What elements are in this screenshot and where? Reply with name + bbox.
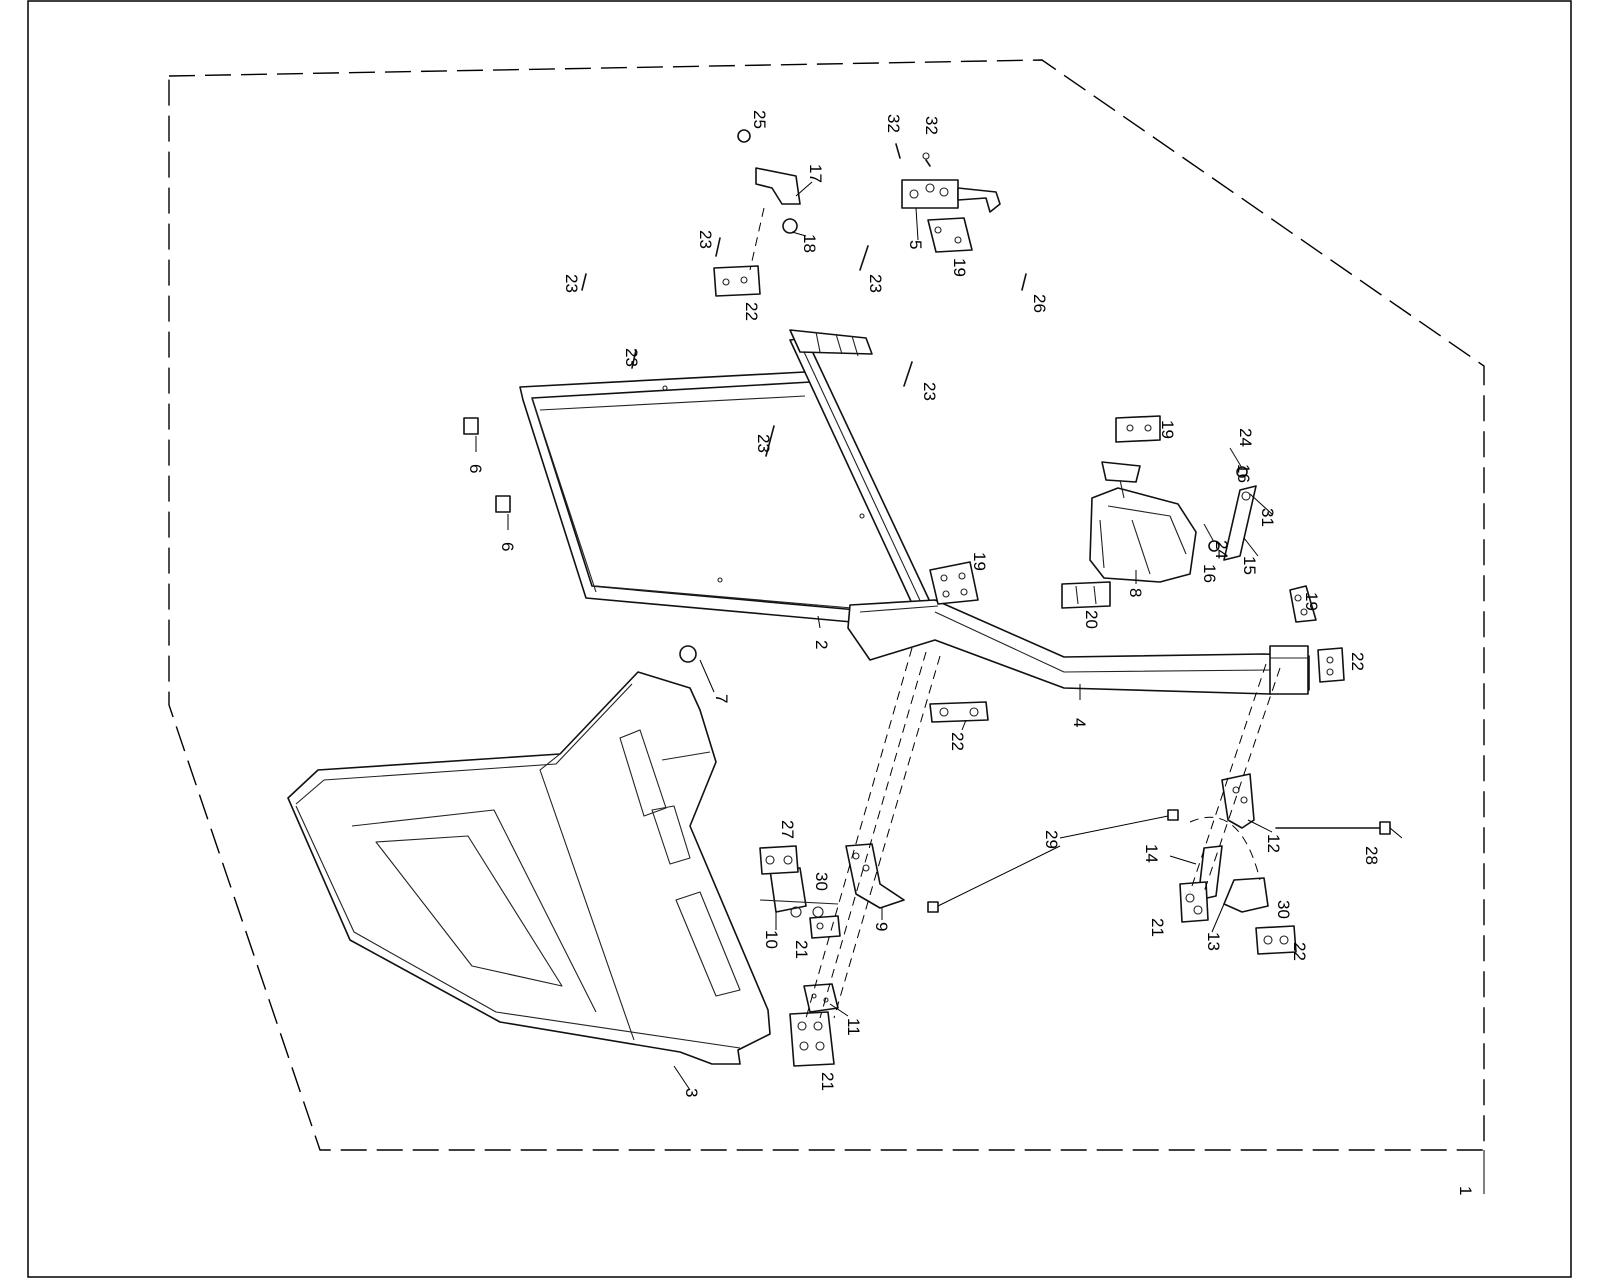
plate-part-21c bbox=[809, 915, 841, 939]
callout-24a: 24 bbox=[1236, 428, 1255, 447]
callout-6b: 6 bbox=[498, 542, 517, 551]
callout-22c: 22 bbox=[1348, 652, 1367, 671]
callout-labels: 1 2 3 4 5 6 6 7 8 9 10 11 12 13 14 15 16… bbox=[466, 110, 1475, 1195]
callout-2: 2 bbox=[812, 640, 831, 649]
callout-7: 7 bbox=[712, 694, 731, 703]
callout-19d: 19 bbox=[1302, 592, 1321, 611]
callout-17: 17 bbox=[806, 164, 825, 183]
callout-8: 8 bbox=[1126, 588, 1145, 597]
callout-30a: 30 bbox=[812, 872, 831, 891]
callout-21b: 21 bbox=[1148, 918, 1167, 937]
nut-part-29b bbox=[927, 901, 939, 913]
plate-part-19a bbox=[927, 217, 973, 253]
callout-25: 25 bbox=[750, 110, 769, 129]
plate-part-21b bbox=[1179, 881, 1209, 923]
callout-20: 20 bbox=[1082, 610, 1101, 629]
callout-22b: 22 bbox=[948, 732, 967, 751]
bracket-part-9 bbox=[845, 843, 905, 909]
callout-23f: 23 bbox=[754, 434, 773, 453]
callout-24b: 24 bbox=[1212, 540, 1231, 559]
drawing-frame bbox=[27, 0, 1572, 1278]
callout-21c: 21 bbox=[792, 940, 811, 959]
callout-22a: 22 bbox=[742, 302, 761, 321]
block-part-6a bbox=[463, 417, 479, 435]
callout-29: 29 bbox=[1042, 830, 1061, 849]
link-arm-part bbox=[1203, 447, 1257, 561]
bolt-part-28 bbox=[1275, 821, 1391, 835]
callout-3: 3 bbox=[682, 1088, 701, 1097]
seat-back-part bbox=[287, 671, 771, 1065]
callout-23e: 23 bbox=[920, 382, 939, 401]
bracket-part-13 bbox=[1223, 877, 1269, 913]
plate-part-20 bbox=[1061, 581, 1111, 609]
callout-15: 15 bbox=[1240, 556, 1259, 575]
callout-5: 5 bbox=[906, 240, 925, 249]
callout-27: 27 bbox=[778, 820, 797, 839]
screw-part-26 bbox=[1021, 273, 1027, 291]
callout-28: 28 bbox=[1362, 846, 1381, 865]
assembly-boundary bbox=[168, 59, 1485, 1151]
main-rail-part bbox=[847, 599, 1310, 695]
plate-part-22d bbox=[1255, 925, 1297, 955]
callout-16b: 16 bbox=[1200, 564, 1219, 583]
callout-1: 1 bbox=[1456, 1186, 1475, 1195]
screw-set-part-32 bbox=[895, 143, 931, 167]
plate-part-19d bbox=[1289, 585, 1317, 623]
latch-part bbox=[901, 179, 1001, 213]
callout-23b: 23 bbox=[696, 230, 715, 249]
callout-9: 9 bbox=[872, 922, 891, 931]
callout-10: 10 bbox=[762, 930, 781, 949]
callout-11: 11 bbox=[844, 1018, 863, 1036]
callout-19b: 19 bbox=[1158, 420, 1177, 439]
assembly-lines bbox=[749, 207, 1281, 1019]
callout-32b: 32 bbox=[922, 116, 941, 135]
plate-part-22c bbox=[1317, 647, 1345, 683]
callout-23d: 23 bbox=[866, 274, 885, 293]
callout-32a: 32 bbox=[884, 114, 903, 133]
callout-13: 13 bbox=[1204, 932, 1223, 951]
bumper-part-7 bbox=[679, 645, 697, 663]
callout-21a: 21 bbox=[818, 1072, 837, 1091]
callout-14: 14 bbox=[1142, 844, 1161, 863]
callout-16a: 16 bbox=[1234, 464, 1253, 483]
callout-19a: 19 bbox=[950, 258, 969, 277]
block-part-6b bbox=[495, 495, 511, 513]
leader-lines bbox=[475, 181, 1403, 1091]
plate-part-22b bbox=[929, 701, 989, 723]
callout-31: 31 bbox=[1258, 508, 1277, 527]
callout-18: 18 bbox=[800, 234, 819, 253]
callout-26: 26 bbox=[1030, 294, 1049, 313]
seat-base-part bbox=[1089, 461, 1197, 583]
callout-4: 4 bbox=[1070, 718, 1089, 727]
plate-part-11 bbox=[803, 983, 839, 1013]
bracket-part-17 bbox=[755, 167, 801, 205]
plate-part-21a bbox=[789, 1011, 835, 1067]
plate-part-22a bbox=[713, 265, 761, 297]
callout-19c: 19 bbox=[970, 552, 989, 571]
callout-22d: 22 bbox=[1290, 942, 1309, 961]
callout-6a: 6 bbox=[466, 464, 485, 473]
screw-set-part-23 bbox=[581, 237, 913, 457]
callout-12: 12 bbox=[1264, 834, 1283, 853]
callout-30b: 30 bbox=[1274, 900, 1293, 919]
grommet-part-18 bbox=[782, 218, 798, 234]
nut-part-25 bbox=[737, 129, 751, 143]
callout-23c: 23 bbox=[622, 348, 641, 367]
nut-part-29a bbox=[1167, 809, 1179, 821]
callout-23a: 23 bbox=[562, 274, 581, 293]
seat-frame-part bbox=[519, 329, 933, 623]
plate-part-19b bbox=[1115, 415, 1161, 443]
plate-part-27 bbox=[759, 845, 799, 875]
plate-part-19c bbox=[929, 561, 979, 605]
